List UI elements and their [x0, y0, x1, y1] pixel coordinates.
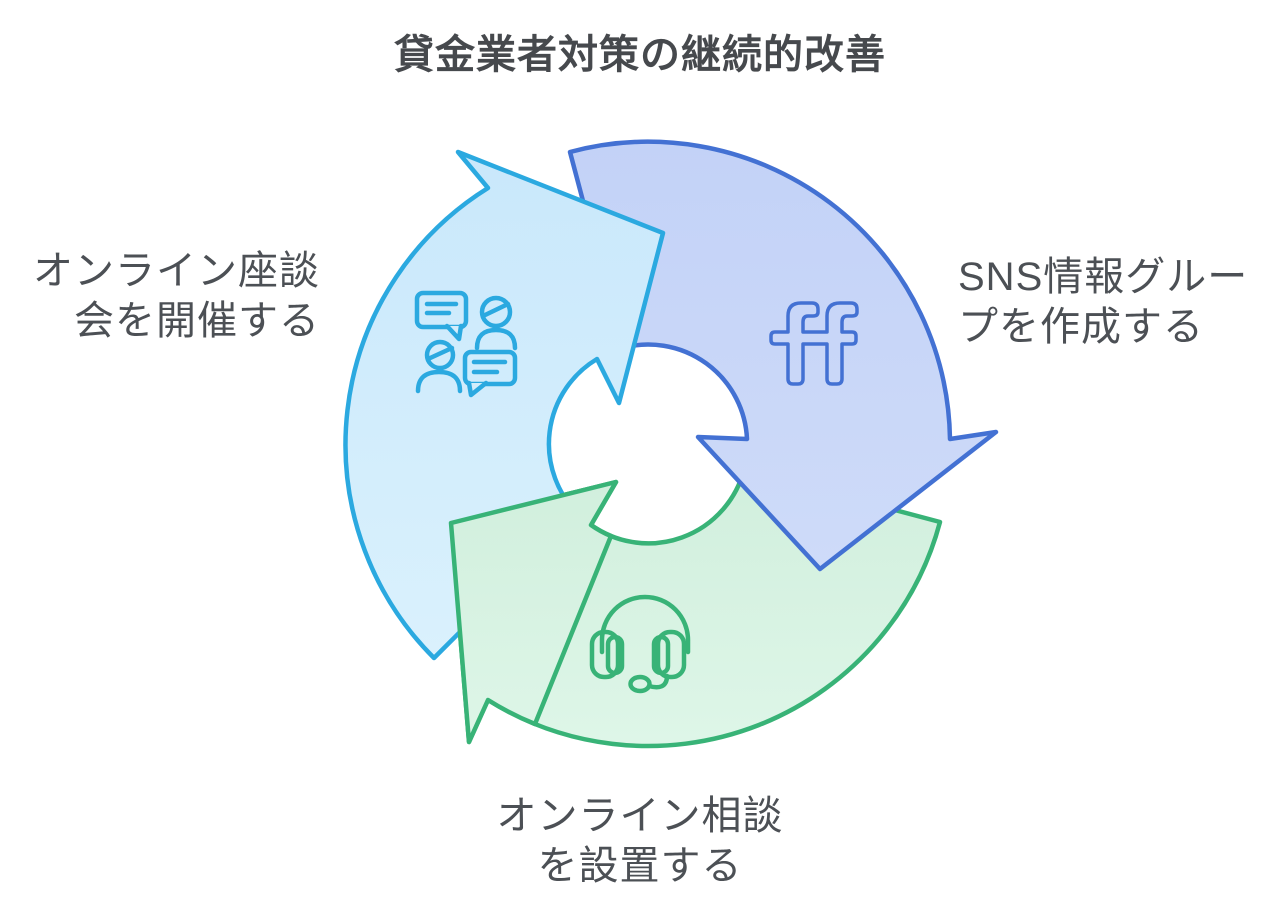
arrow-head-online-consultation — [448, 479, 619, 745]
step-label-online-consultation: オンライン相談 を設置する — [0, 791, 1280, 891]
step-label-line: 会を開催する — [74, 299, 320, 343]
arrow-segment-online-roundtable — [343, 149, 666, 661]
arrow-segment-sns-info-group — [567, 139, 999, 572]
step-label-line: オンライン座談 — [33, 249, 320, 293]
headset-icon — [589, 594, 691, 694]
step-label-sns-info-group: SNS情報グルー プを作成する — [958, 252, 1248, 352]
step-label-line: オンライン相談 — [496, 794, 784, 838]
step-label-line: プを作成する — [958, 305, 1204, 349]
step-label-line: を設置する — [537, 844, 743, 888]
step-label-online-roundtable: オンライン座談 会を開催する — [0, 246, 320, 346]
page-title: 貸金業者対策の継続的改善 — [394, 33, 886, 77]
discussion-icon — [414, 290, 518, 398]
ff-logo-icon — [769, 301, 859, 386]
step-label-line: SNS情報グルー — [958, 255, 1249, 299]
